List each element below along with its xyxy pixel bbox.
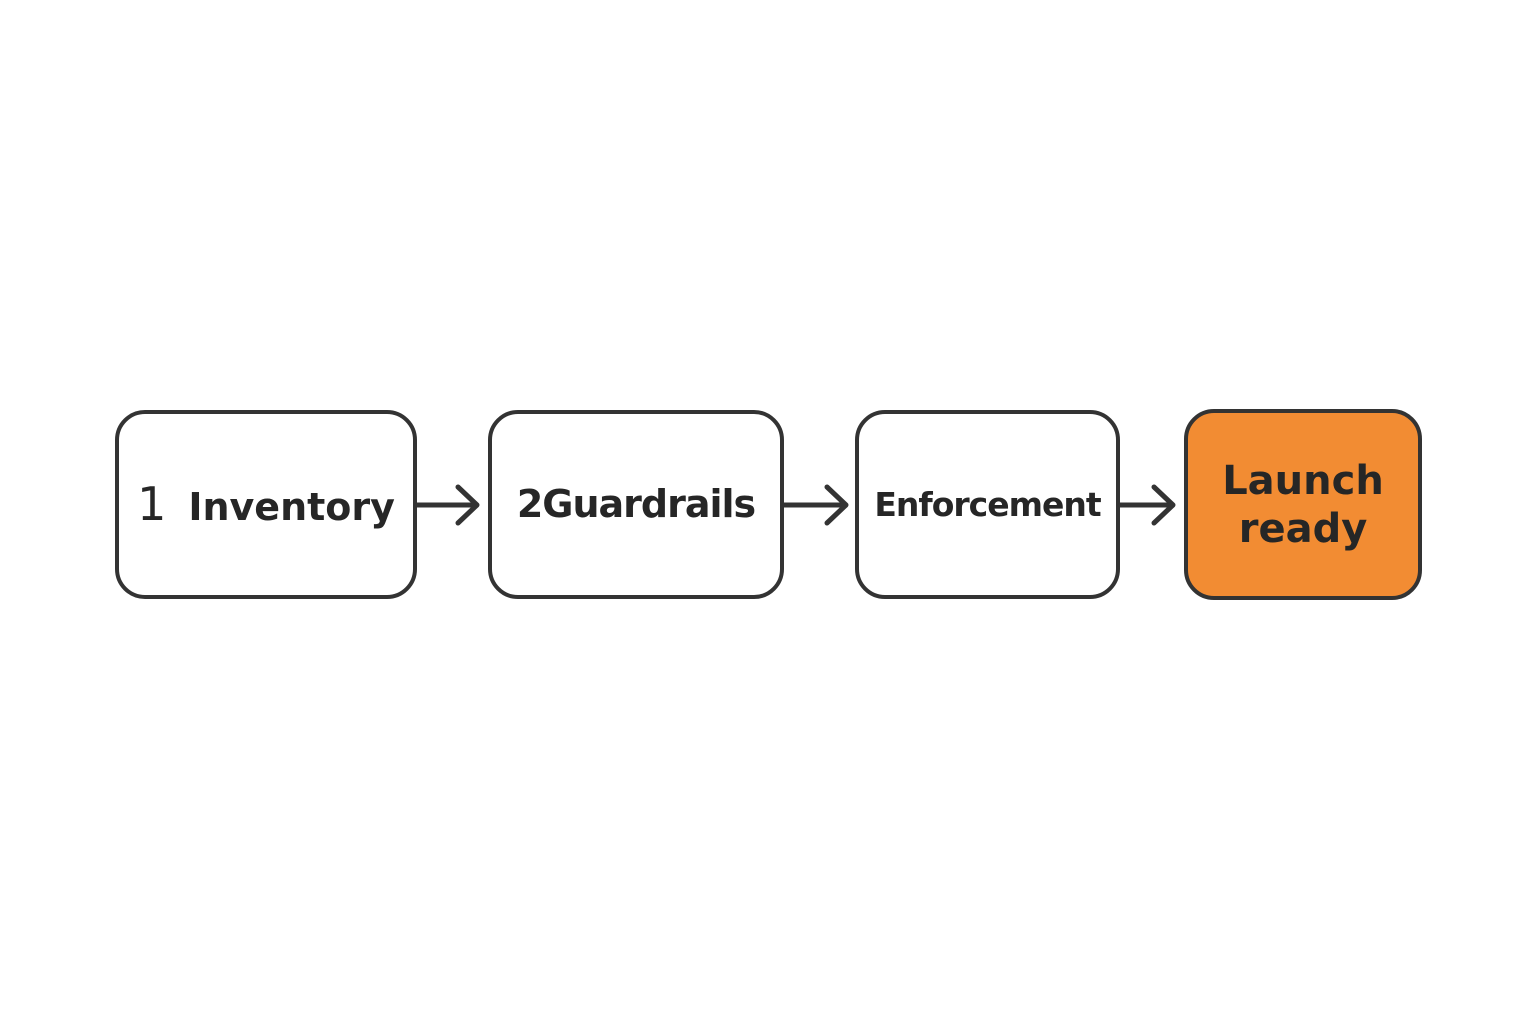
step-inventory-text: Inventory xyxy=(188,484,395,529)
step-launch-ready: Launch ready xyxy=(1184,409,1422,600)
step-inventory: 1 Inventory xyxy=(115,410,417,599)
step-inventory-label: 1 Inventory xyxy=(137,477,395,532)
arrow-right-icon xyxy=(781,484,849,526)
step-enforcement: Enforcement xyxy=(855,410,1120,599)
step-number: 1 xyxy=(137,476,167,531)
step-guardrails-label: 2Guardrails xyxy=(516,481,756,526)
arrow-right-icon xyxy=(414,484,480,526)
step-launch-ready-label: Launch ready xyxy=(1222,457,1384,552)
step-guardrails: 2Guardrails xyxy=(488,410,784,599)
arrow-right-icon xyxy=(1117,484,1176,526)
step-enforcement-label: Enforcement xyxy=(874,484,1101,524)
